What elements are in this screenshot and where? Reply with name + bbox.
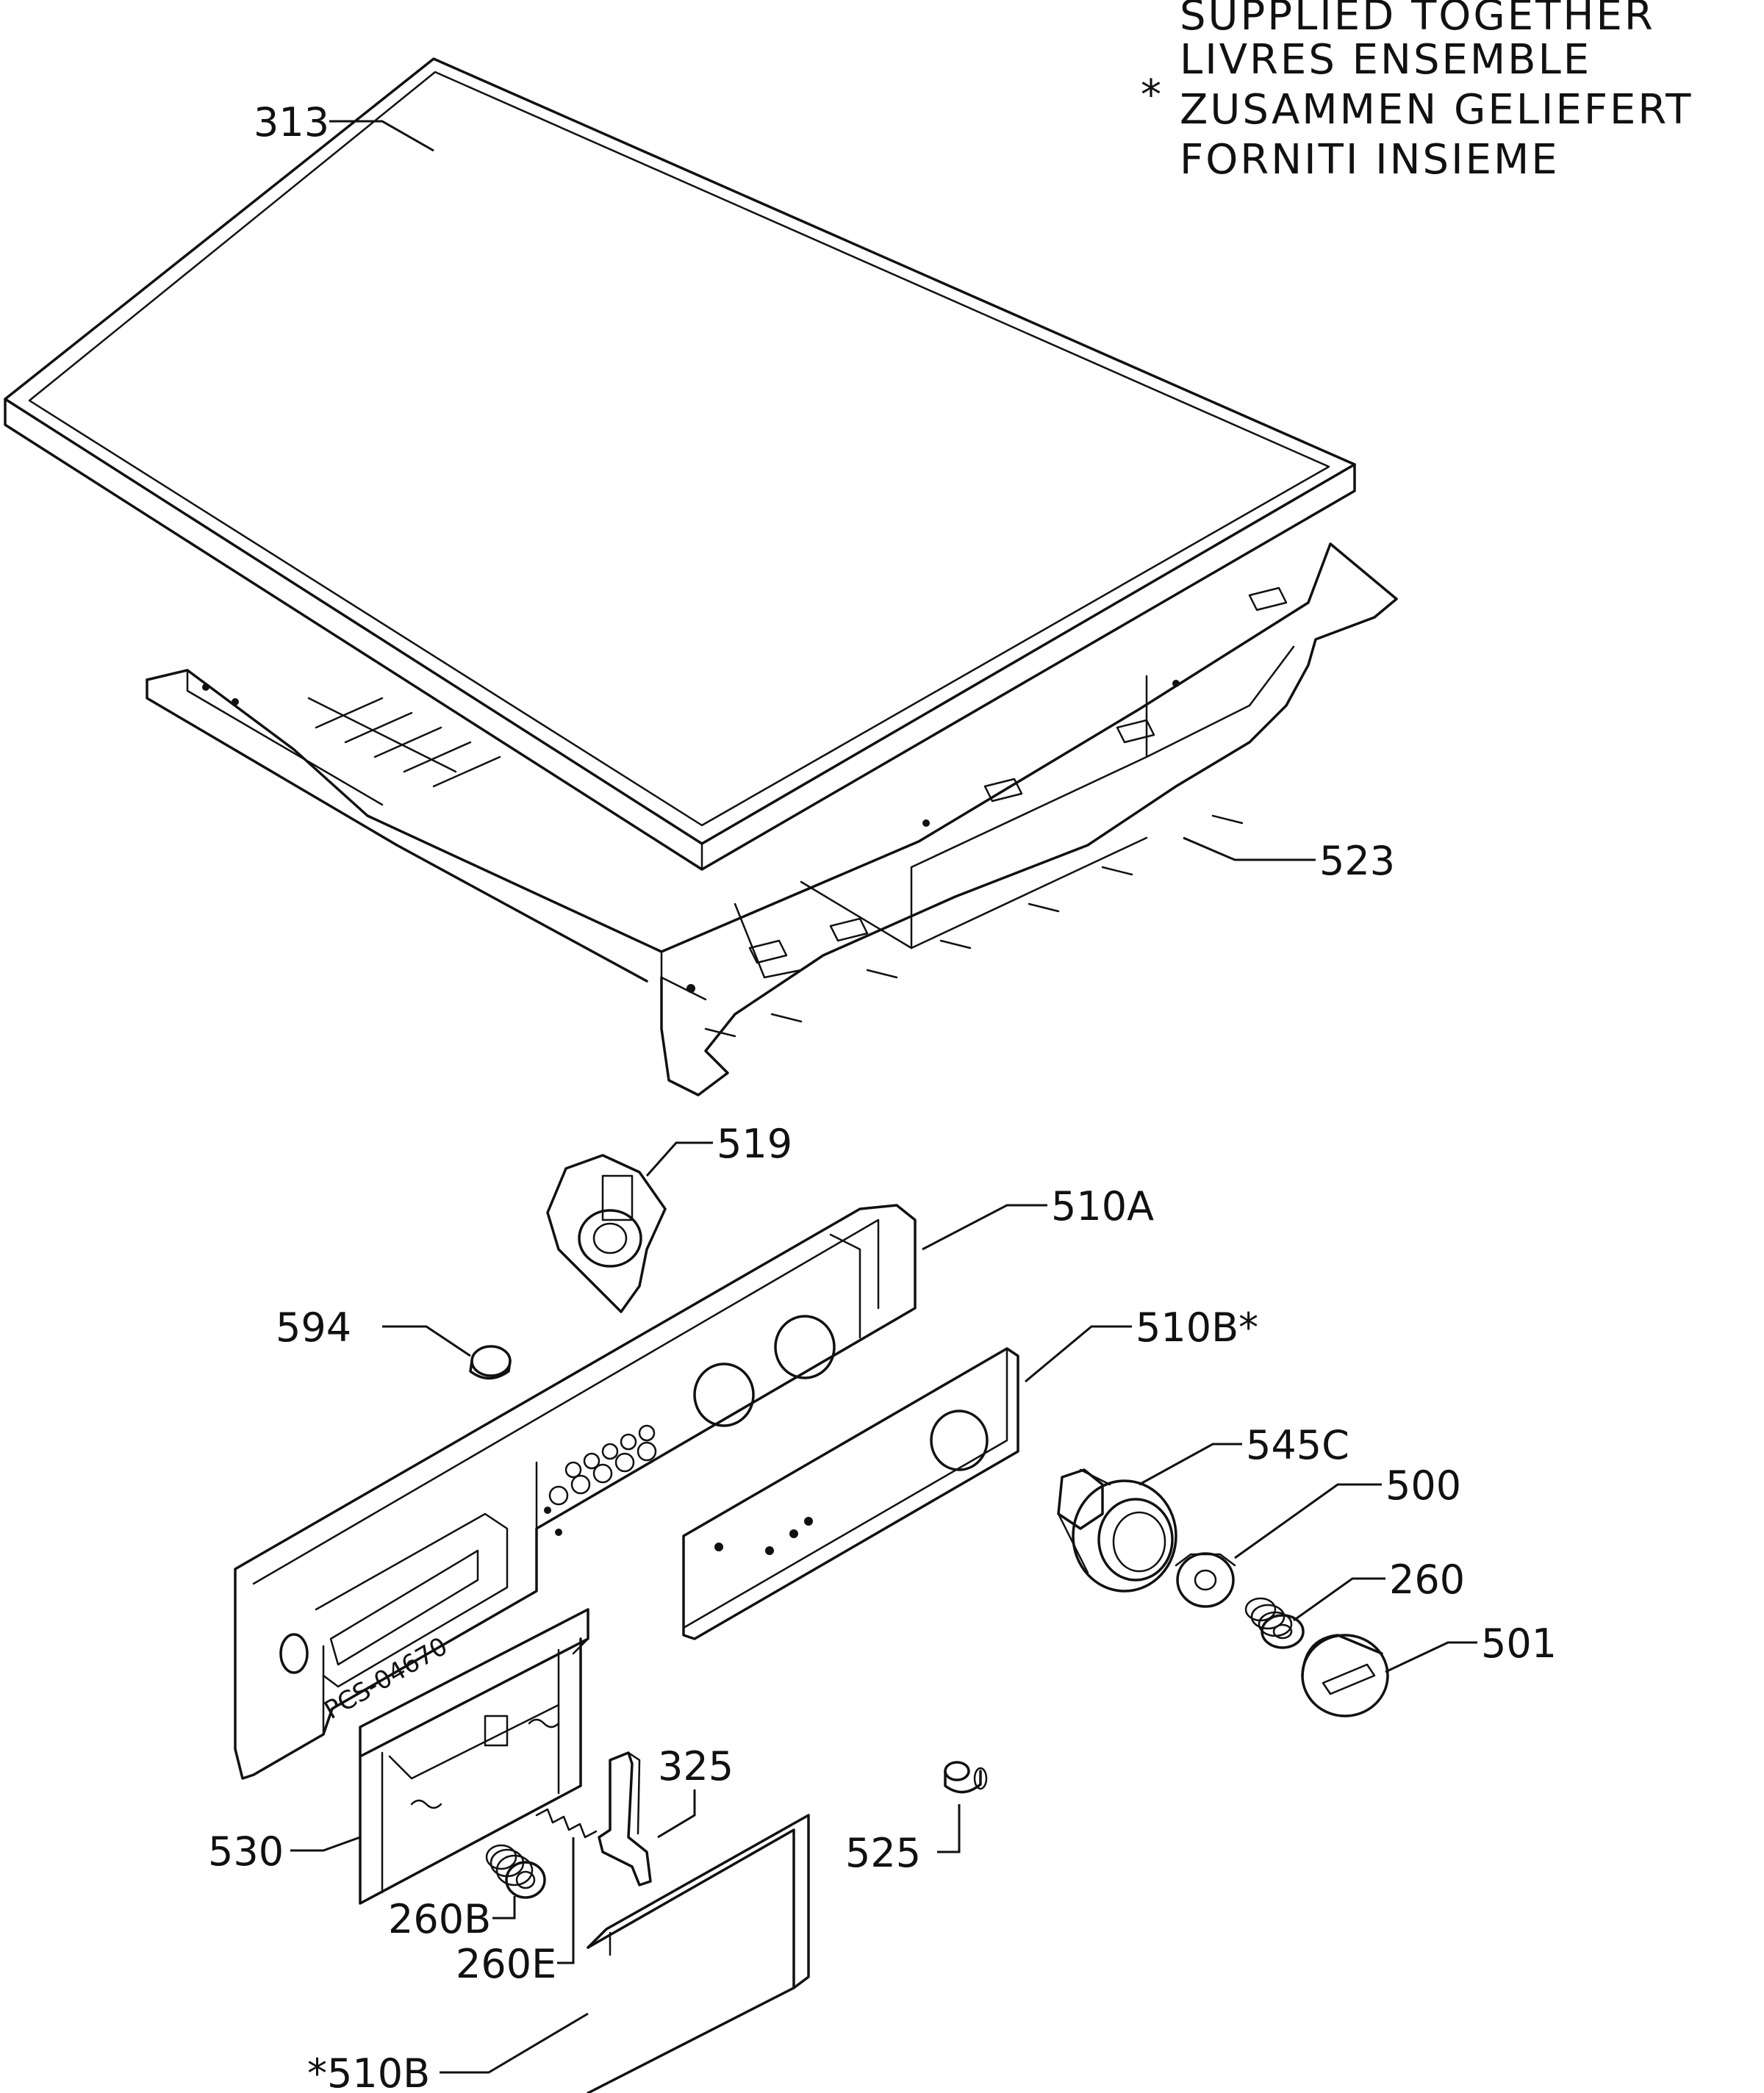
label-260B: 260B (388, 1896, 491, 1942)
label-510B-right: 510B* (1136, 1304, 1258, 1351)
panel-indicator-hole (555, 1529, 562, 1536)
leader-325 (657, 1789, 696, 1839)
leader-510A (922, 1204, 1047, 1251)
label-545C: 545C (1246, 1422, 1349, 1468)
label-313: 313 (254, 99, 329, 146)
label-500: 500 (1385, 1462, 1461, 1509)
leader-545C (1139, 1443, 1242, 1486)
leader-510B-right (1025, 1325, 1132, 1383)
leader-519 (645, 1141, 713, 1177)
label-525: 525 (845, 1830, 921, 1876)
frame-screw-hole (922, 819, 930, 827)
switch-545C (1057, 1468, 1177, 1593)
plate-hole (765, 1546, 774, 1555)
leader-594 (382, 1325, 471, 1357)
cap-594 (469, 1345, 512, 1380)
insert-plate-510B-right (682, 1347, 1019, 1640)
frame-screw-hole (686, 984, 695, 993)
panel-frame-523 (146, 542, 1398, 1096)
leader-510B-left (440, 2012, 589, 2074)
catch-bracket-530 (359, 1608, 589, 1905)
knob-501 (1301, 1634, 1389, 1717)
leader-260E (557, 1837, 575, 1964)
plate-hole (804, 1517, 813, 1526)
label-594: 594 (276, 1304, 351, 1351)
label-530: 530 (208, 1828, 284, 1875)
panel-indicator-hole (544, 1507, 551, 1514)
leader-260B (492, 1896, 516, 1920)
panel-stamp: PCS-04670 (320, 1631, 453, 1726)
frame-screw-hole (1172, 680, 1180, 687)
callout-labels: 313 523 519 510A 594 510B* 545C 500 260 … (208, 99, 1557, 2093)
frame-screw-hole (232, 698, 239, 706)
leader-500 (1234, 1483, 1382, 1559)
spring-260B (485, 1844, 546, 1899)
leader-501 (1385, 1641, 1477, 1673)
legend-line-4: FORNITI INSIEME (1180, 136, 1560, 184)
top-cover-313 (4, 57, 1356, 871)
label-510B-left: *510B (307, 2050, 430, 2093)
control-panel-510A: PCS-04670 (234, 1204, 917, 1780)
label-501: 501 (1481, 1620, 1557, 1667)
leader-523 (1183, 836, 1316, 861)
knob-insert-500 (1175, 1552, 1236, 1608)
legend-line-1: SUPPLIED TOGETHER (1180, 0, 1655, 40)
legend-line-3: ZUSAMMEN GELIEFERT (1180, 86, 1693, 134)
label-325: 325 (658, 1743, 734, 1789)
leader-260 (1293, 1577, 1385, 1622)
plate-hole (714, 1543, 723, 1551)
spring-260 (1244, 1597, 1305, 1649)
label-523: 523 (1319, 838, 1395, 884)
legend-asterisk: * (1141, 71, 1164, 119)
flap-cover-510B-left (587, 1814, 810, 2093)
push-pin-525 (944, 1761, 988, 1794)
label-519: 519 (717, 1121, 792, 1167)
leader-lines (290, 120, 1477, 2074)
label-260: 260 (1389, 1557, 1465, 1603)
leader-313 (329, 120, 434, 152)
frame-screw-hole (202, 683, 209, 691)
plate-hole (789, 1529, 798, 1538)
label-260E: 260E (456, 1941, 556, 1987)
coil-spring-260E (535, 1808, 598, 1839)
knob-bracket-519 (546, 1154, 667, 1313)
legend-line-2: LIVRES ENSEMBLE (1180, 36, 1591, 84)
latch-lever-325 (598, 1751, 652, 1886)
legend: SUPPLIED TOGETHER LIVRES ENSEMBLE * ZUSA… (1141, 0, 1693, 184)
leader-525 (937, 1804, 961, 1853)
label-510A: 510A (1051, 1183, 1154, 1229)
leader-530 (290, 1836, 361, 1852)
